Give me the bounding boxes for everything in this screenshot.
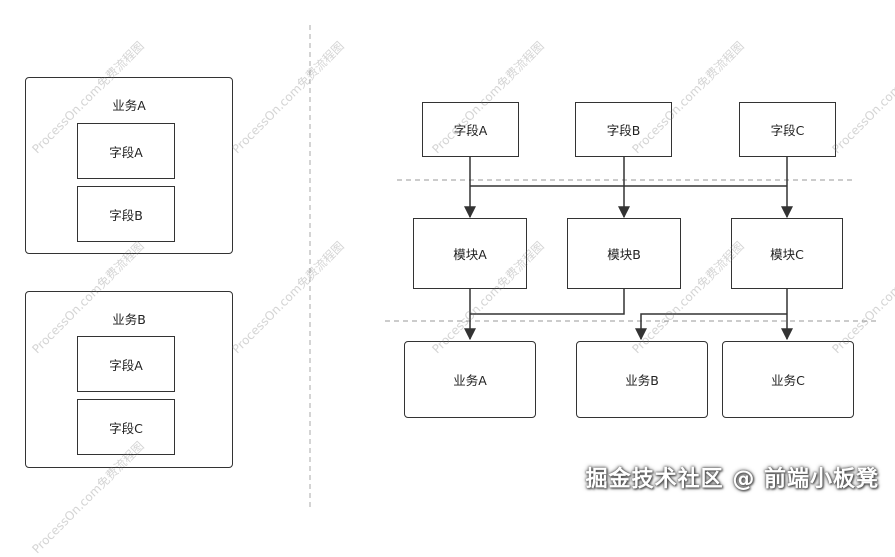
group-business-a: 业务A 字段A 字段B <box>25 77 233 254</box>
business-node-b: 业务B <box>576 341 708 418</box>
footer-credit: 掘金技术社区 @ 前端小板凳 <box>585 467 879 492</box>
field-node-a: 字段A <box>422 102 519 157</box>
field-box: 字段B <box>77 186 175 242</box>
group-title: 业务B <box>112 312 146 327</box>
business-node-c: 业务C <box>722 341 854 418</box>
edge-moduleC-businessB <box>635 313 787 341</box>
group-title: 业务A <box>112 98 146 113</box>
business-node-a: 业务A <box>404 341 536 418</box>
field-node-b: 字段B <box>575 102 672 157</box>
module-node-a: 模块A <box>413 218 527 289</box>
module-node-c: 模块C <box>731 218 843 289</box>
field-box: 字段C <box>77 399 175 455</box>
edge-moduleB-businessA <box>470 289 625 315</box>
connector-layer <box>309 25 880 507</box>
field-box: 字段A <box>77 123 175 179</box>
field-box: 字段A <box>77 336 175 392</box>
field-node-c: 字段C <box>739 102 836 157</box>
module-node-b: 模块B <box>567 218 681 289</box>
group-business-b: 业务B 字段A 字段C <box>25 291 233 468</box>
